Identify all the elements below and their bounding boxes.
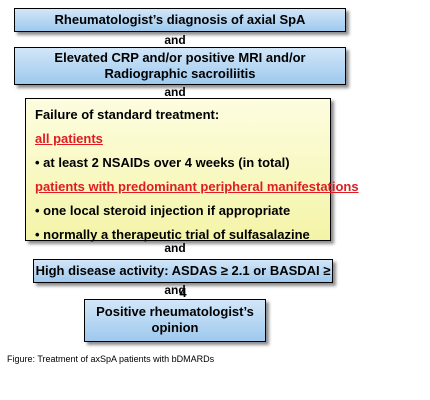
disease-activity-box: High disease activity: ASDAS ≥ 2.1 or BA… <box>33 259 333 300</box>
diagnosis-box: Rheumatologist’s diagnosis of axial SpA <box>14 8 346 32</box>
opinion-line-1: Positive rheumatologist’s <box>96 304 254 319</box>
sulfasalazine-item: • normally a therapeutic trial of sulfas… <box>35 227 310 242</box>
diagnosis-text: Rheumatologist’s diagnosis of axial SpA <box>54 12 306 27</box>
crp-mri-line-1: Elevated CRP and/or positive MRI and/or <box>54 50 306 65</box>
rheumatologist-opinion-box: Positive rheumatologist’s opinion <box>84 299 266 342</box>
and-connector-2: and <box>164 85 186 99</box>
treatment-failure-box: Failure of standard treatment: all patie… <box>25 98 359 242</box>
figure-caption: Figure: Treatment of axSpA patients with… <box>7 354 215 364</box>
disease-activity-text: High disease activity: ASDAS ≥ 2.1 or BA… <box>35 263 331 300</box>
crp-mri-line-2: Radiographic sacroiliitis <box>104 66 256 81</box>
steroid-item: • one local steroid injection if appropr… <box>35 203 291 218</box>
all-patients-label: all patients <box>35 131 103 146</box>
treatment-failure-heading: Failure of standard treatment: <box>35 107 220 122</box>
opinion-line-2: opinion <box>151 320 199 335</box>
peripheral-patients-label: patients with predominant peripheral man… <box>35 179 359 194</box>
crp-mri-box: Elevated CRP and/or positive MRI and/or … <box>14 47 346 85</box>
and-connector-1: and <box>164 33 186 47</box>
nsaids-item: • at least 2 NSAIDs over 4 weeks (in tot… <box>35 155 290 170</box>
and-connector-4: and <box>164 283 186 297</box>
and-connector-3: and <box>164 241 186 255</box>
